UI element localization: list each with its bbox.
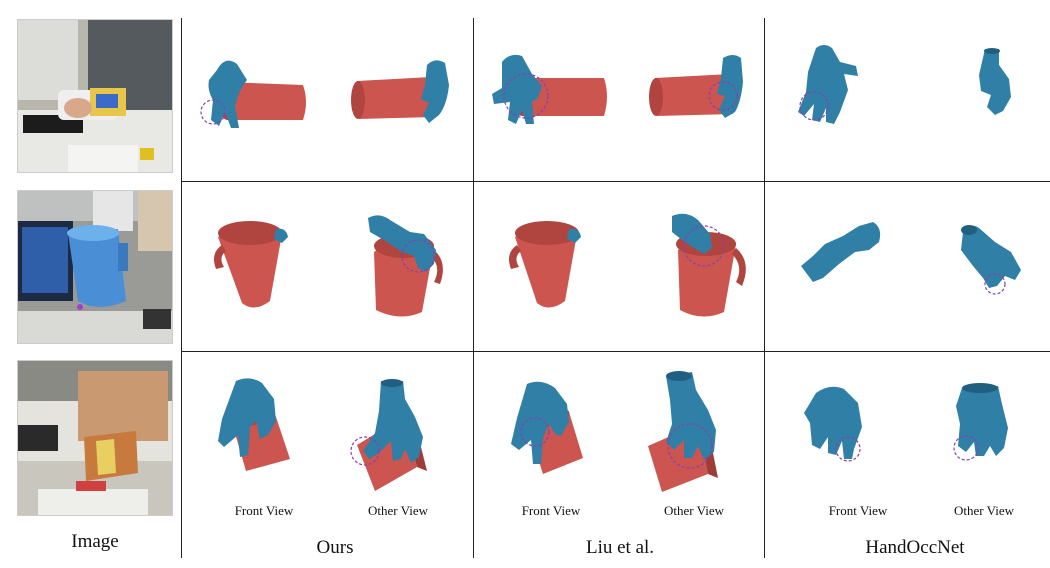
handoccnet-row3-front-view bbox=[800, 383, 870, 468]
divider-after-ours bbox=[473, 18, 474, 558]
ours-row1-other-view bbox=[345, 55, 455, 135]
row-divider-1 bbox=[181, 181, 1050, 182]
liu-row3-front-view bbox=[505, 378, 590, 490]
liu-front-view-label: Front View bbox=[521, 503, 581, 518]
input-photo-row1 bbox=[17, 19, 173, 173]
liu-row1-other-view bbox=[645, 52, 755, 132]
handoccnet-row3-other-view bbox=[948, 380, 1018, 465]
ours-front-view-label: Front View bbox=[234, 503, 294, 518]
liu-row2-front-view bbox=[505, 215, 590, 315]
liu-other-view-label: Other View bbox=[664, 503, 724, 518]
column-label-handoccnet: HandOccNet bbox=[865, 537, 965, 558]
ours-other-view-label: Other View bbox=[368, 503, 428, 518]
ours-row3-front-view bbox=[210, 375, 295, 495]
handoccnet-row2-other-view bbox=[955, 220, 1025, 300]
column-label-liu: Liu et al. bbox=[585, 537, 655, 558]
handoccnet-front-view-label: Front View bbox=[828, 503, 888, 518]
divider-after-liu bbox=[764, 18, 765, 558]
ours-row2-front-view bbox=[210, 215, 295, 315]
ours-row1-front-view bbox=[195, 50, 315, 140]
column-label-image: Image bbox=[71, 531, 119, 552]
ours-row3-other-view bbox=[345, 375, 440, 495]
liu-row2-other-view bbox=[660, 210, 755, 325]
ours-row2-other-view bbox=[360, 212, 450, 324]
input-photo-row3 bbox=[17, 360, 173, 516]
column-label-ours: Ours bbox=[316, 537, 354, 558]
divider-after-image bbox=[181, 18, 182, 558]
input-photo-row2 bbox=[17, 190, 173, 344]
liu-row3-other-view bbox=[642, 370, 742, 495]
handoccnet-other-view-label: Other View bbox=[954, 503, 1014, 518]
handoccnet-row1-other-view bbox=[965, 45, 1020, 120]
handoccnet-row2-front-view bbox=[795, 218, 885, 288]
handoccnet-row1-front-view bbox=[790, 42, 865, 132]
liu-row1-front-view bbox=[488, 48, 613, 138]
row-divider-2 bbox=[181, 351, 1050, 352]
